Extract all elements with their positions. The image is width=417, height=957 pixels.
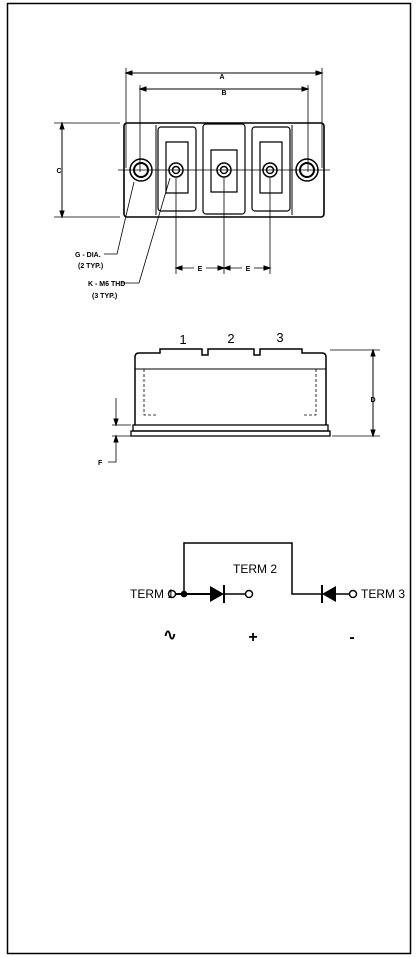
side-view [108, 348, 380, 463]
dim-d-label: D [370, 397, 375, 404]
callout-k-line1: K - M6 THD [88, 281, 125, 288]
term-3-label: TERM 3 [361, 587, 405, 601]
diode-icon [321, 585, 336, 603]
top-view [54, 68, 330, 284]
junction-dot [180, 590, 188, 598]
terminal-circle-icon [348, 589, 358, 599]
diode-icon [210, 585, 225, 603]
terminal-number-1: 1 [179, 332, 186, 347]
dim-b-label: B [221, 90, 226, 97]
callout-k-line2: (3 TYP.) [92, 293, 117, 300]
dim-a-label: A [219, 74, 224, 81]
dim-e2-label: E [246, 266, 251, 273]
dim-e1-label: E [198, 266, 203, 273]
dim-f-label: F [98, 460, 103, 467]
plus-symbol: + [248, 629, 257, 646]
callout-g-line2: (2 TYP.) [78, 263, 103, 270]
minus-symbol: - [349, 629, 354, 646]
circuit-schematic [167, 542, 358, 603]
terminal-number-2: 2 [227, 331, 234, 346]
terminal-circle-icon [167, 589, 177, 599]
terminal-number-3: 3 [276, 330, 283, 345]
term-2-label: TERM 2 [233, 562, 277, 576]
terminal-circle-icon [244, 589, 254, 599]
dim-c-label: C [56, 168, 61, 175]
frame-border [6, 2, 412, 955]
ac-symbol: ∿ [163, 627, 176, 644]
term-1-label: TERM 1 [130, 587, 174, 601]
callout-g-line1: G - DIA. [75, 252, 101, 259]
